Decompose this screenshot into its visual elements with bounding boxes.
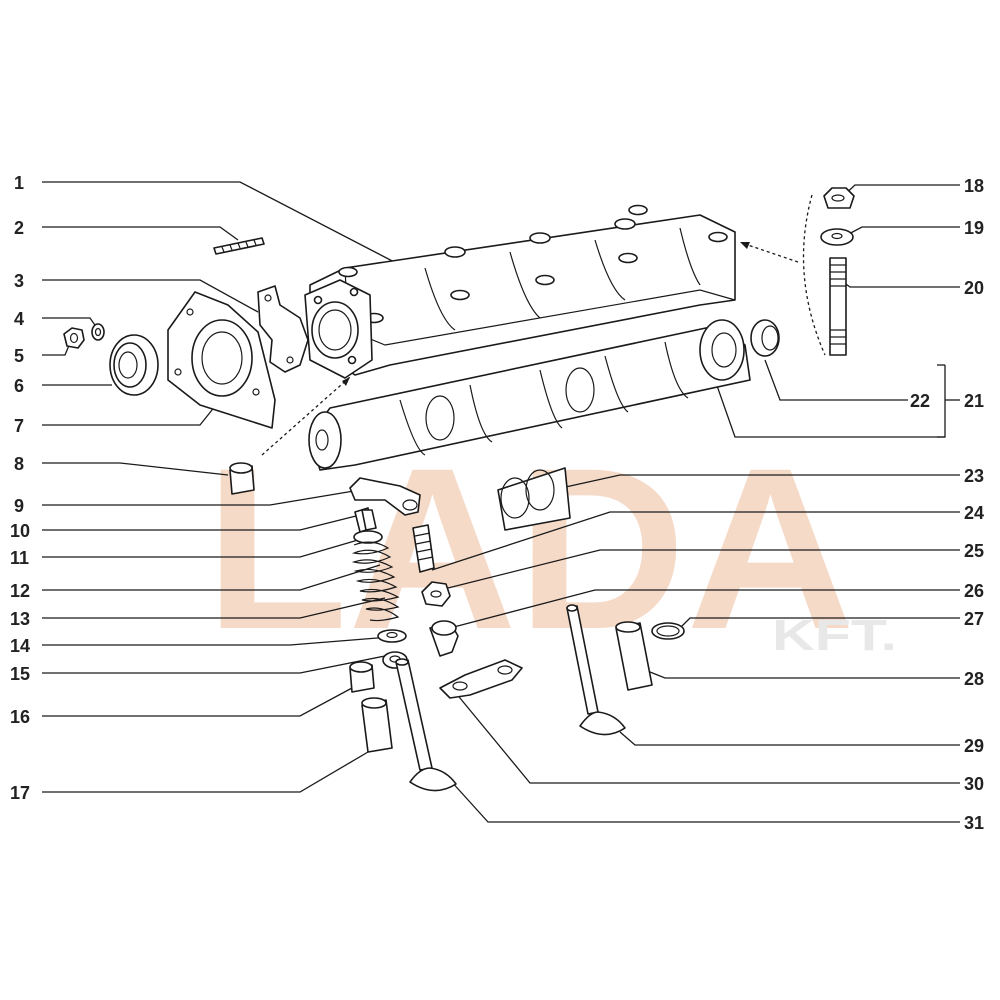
callout-20: 20 — [964, 278, 984, 298]
rocker-arm — [349, 477, 421, 516]
callout-3: 3 — [14, 271, 24, 291]
callout-16: 16 — [10, 707, 30, 727]
callout-2: 2 — [14, 218, 24, 238]
callout-4: 4 — [14, 309, 24, 329]
callout-25: 25 — [964, 541, 984, 561]
adjusting-screw — [412, 524, 435, 573]
valve-cotters — [354, 507, 377, 533]
lada-watermark: LADA KFT. — [205, 420, 897, 677]
callout-19: 19 — [964, 218, 984, 238]
callout-22: 22 — [910, 391, 930, 411]
callout-28: 28 — [964, 669, 984, 689]
watermark-suffix: KFT. — [772, 611, 897, 660]
callout-14: 14 — [10, 636, 30, 656]
callout-5: 5 — [14, 346, 24, 366]
camshaft — [308, 319, 751, 471]
valve-right — [566, 604, 626, 736]
callout-17: 17 — [10, 783, 30, 803]
callout-27: 27 — [964, 609, 984, 629]
callout-1: 1 — [14, 173, 24, 193]
oil-seal — [109, 334, 159, 396]
callout-13: 13 — [10, 609, 30, 629]
callout-21: 21 — [964, 391, 984, 411]
valve-springs — [351, 530, 400, 622]
callout-11: 11 — [10, 548, 29, 568]
callout-30: 30 — [964, 774, 984, 794]
callout-26: 26 — [964, 581, 984, 601]
callouts-left: 1 2 3 4 5 6 7 8 9 10 11 12 13 14 15 16 1… — [10, 173, 30, 803]
plate-gasket — [439, 659, 523, 699]
callout-18: 18 — [964, 176, 984, 196]
stud — [213, 237, 265, 255]
rocker-spring — [497, 467, 571, 531]
valve-left — [395, 658, 457, 792]
seal-housing — [167, 291, 276, 429]
callout-15: 15 — [10, 664, 30, 684]
callout-9: 9 — [14, 496, 24, 516]
callout-7: 7 — [14, 416, 24, 436]
housing-stud-set — [820, 187, 855, 356]
washer-small — [651, 622, 685, 640]
callout-12: 12 — [10, 581, 30, 601]
adjuster-bushing — [429, 620, 459, 657]
callout-10: 10 — [10, 521, 30, 541]
camshaft-housing — [304, 204, 736, 379]
callout-8: 8 — [14, 454, 24, 474]
callout-6: 6 — [14, 376, 24, 396]
callouts-right: 18 19 20 22 21 23 24 25 26 27 28 29 30 3… — [910, 176, 984, 833]
watermark-brand: LADA — [205, 420, 855, 677]
callout-29: 29 — [964, 736, 984, 756]
callout-24: 24 — [964, 503, 984, 523]
camshaft-plug — [750, 319, 780, 357]
gasket — [257, 285, 309, 373]
nut-and-washer — [63, 323, 105, 349]
callout-23: 23 — [964, 466, 984, 486]
valve-guide-left — [361, 697, 393, 753]
spring-seat — [377, 629, 407, 643]
valve-guide-seal — [349, 661, 375, 693]
locknut — [421, 581, 451, 607]
bushing — [229, 462, 255, 495]
callout-31: 31 — [964, 813, 984, 833]
valve-guide-right — [615, 621, 653, 691]
